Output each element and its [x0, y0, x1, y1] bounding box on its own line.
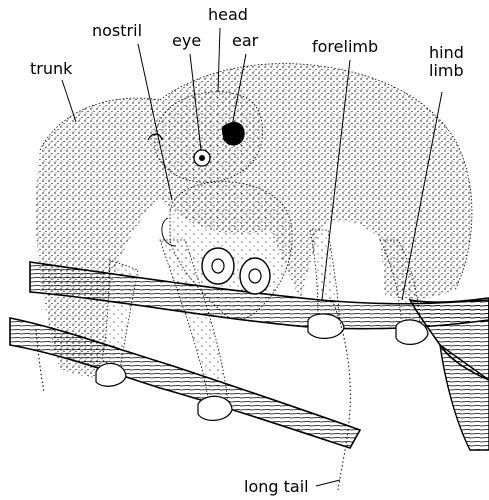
label-nostril: nostril [92, 22, 142, 40]
label-head: head [208, 6, 248, 24]
label-forelimb: forelimb [312, 38, 378, 56]
label-trunk: trunk [30, 60, 72, 78]
label-long-tail: long tail [244, 478, 309, 496]
label-eye: eye [172, 32, 201, 50]
leader-long-tail [316, 480, 340, 486]
leader-trunk [62, 80, 76, 122]
label-hind-line2: limb [429, 62, 464, 80]
label-ear: ear [232, 32, 258, 50]
label-hind-limb: hind limb [429, 44, 464, 80]
label-hind-line1: hind [429, 44, 464, 62]
